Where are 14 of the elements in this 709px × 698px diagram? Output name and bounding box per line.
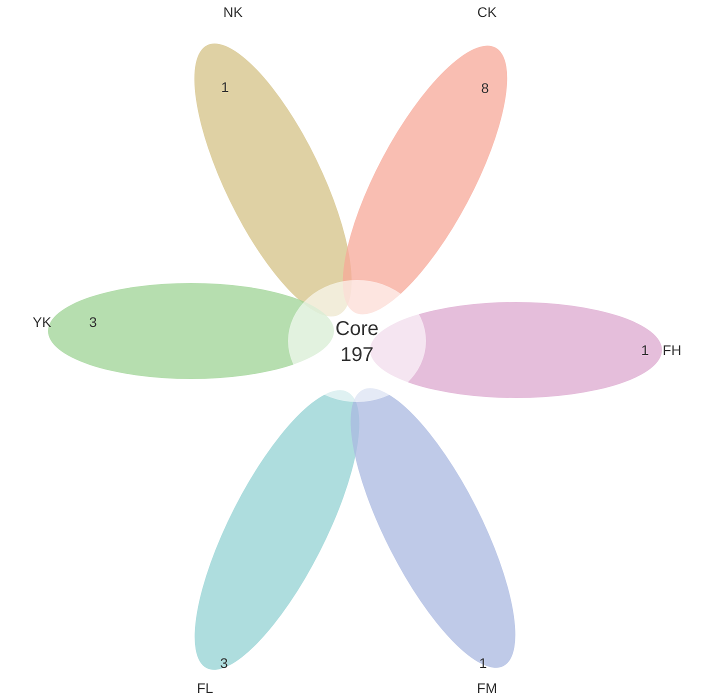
count-label: 1 xyxy=(221,79,229,95)
count-label: 3 xyxy=(220,655,228,671)
core-label: Core xyxy=(335,318,379,340)
set-label: FH xyxy=(662,342,682,358)
set-label: NK xyxy=(223,4,243,20)
count-label: 8 xyxy=(481,80,489,96)
set-label: CK xyxy=(477,4,497,20)
set-label: YK xyxy=(32,314,52,330)
core-count: 197 xyxy=(340,344,374,366)
count-label: 1 xyxy=(641,342,649,358)
count-label: 1 xyxy=(479,655,487,671)
count-label: 3 xyxy=(89,314,97,330)
set-label: FM xyxy=(476,680,498,696)
set-label: FL xyxy=(196,680,214,696)
